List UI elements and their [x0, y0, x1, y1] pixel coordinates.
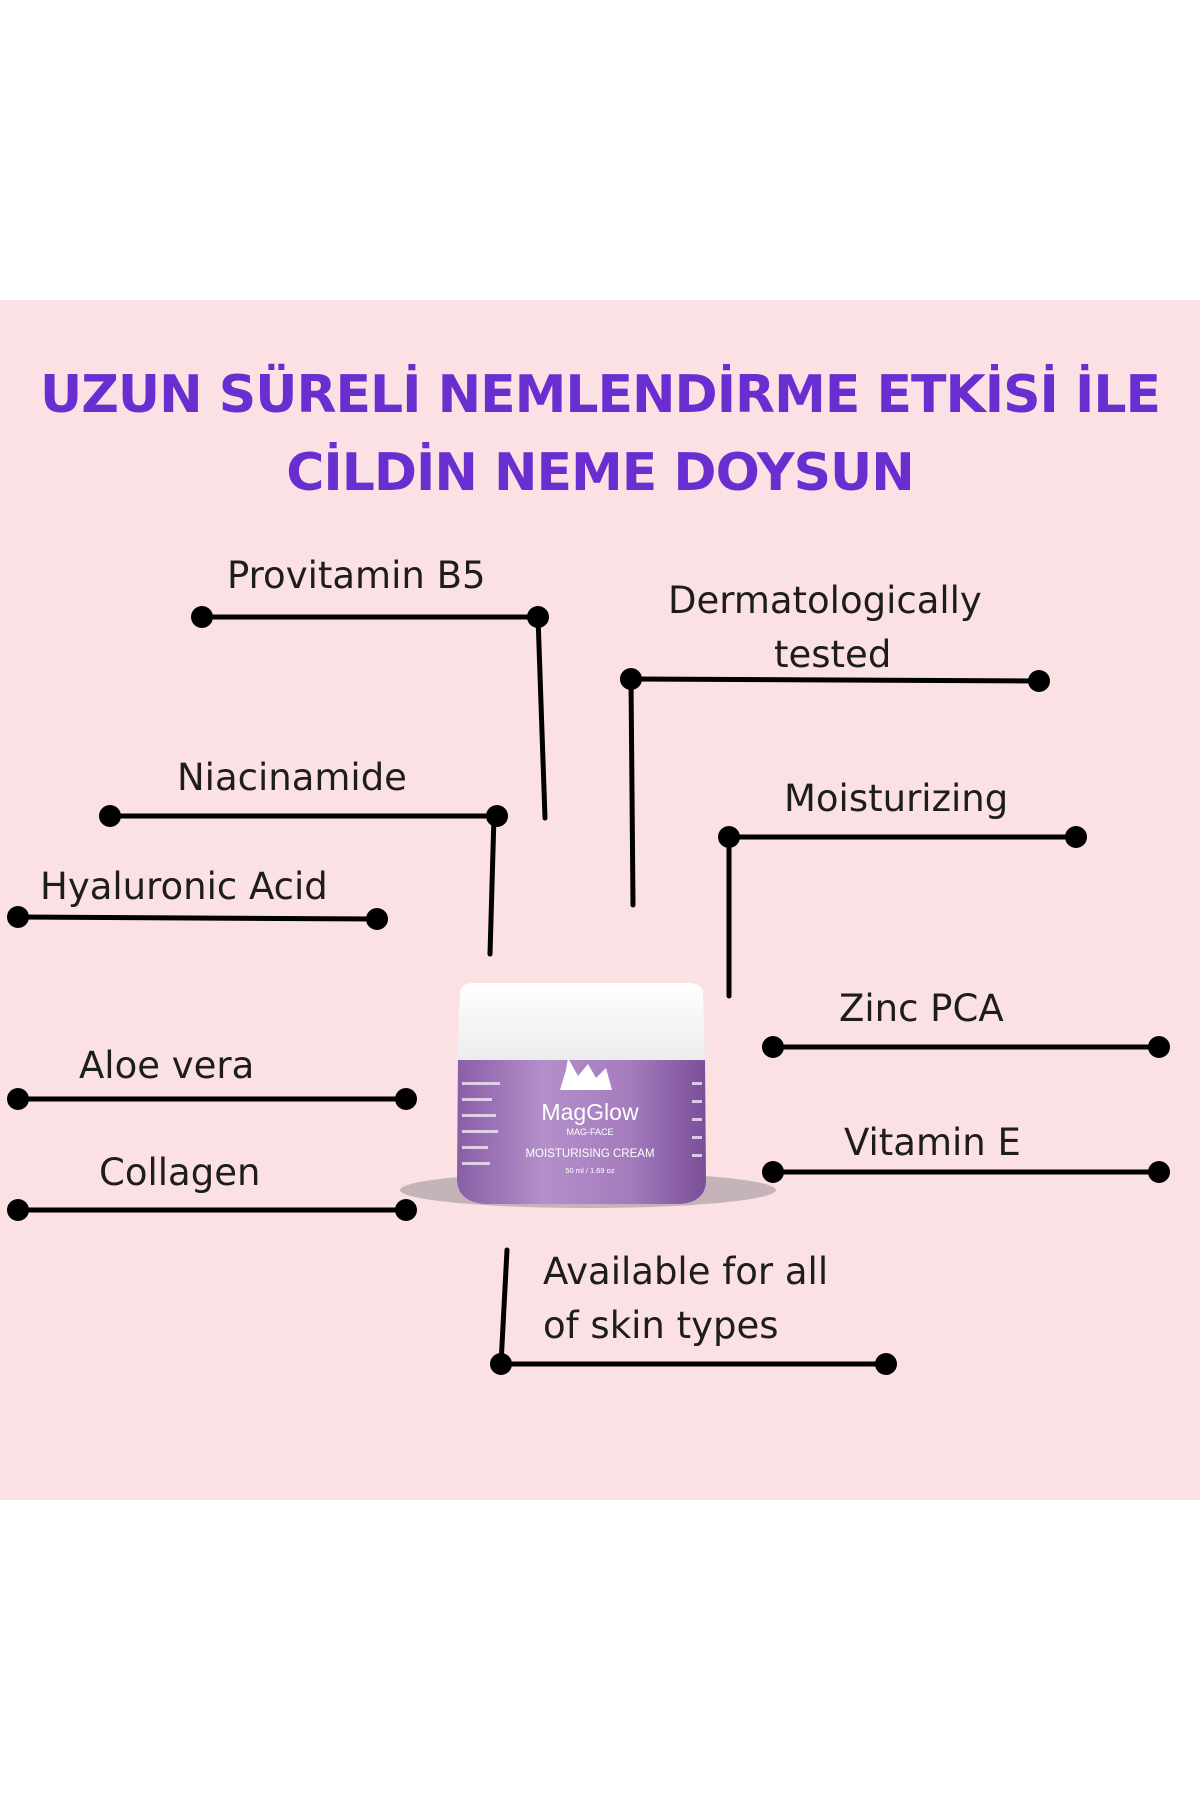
connector-moisturizing — [718, 826, 1087, 999]
headline-line-2: CİLDİN NEME DOYSUN — [286, 443, 915, 503]
product-volume: 50 ml / 1.69 oz — [565, 1166, 614, 1175]
connector-vitamin-e — [762, 1161, 1170, 1183]
connector-skin-types — [490, 1247, 897, 1375]
feature-dermatologically-tested-line-2: tested — [774, 633, 892, 676]
product-brand: MagGlow — [541, 1099, 639, 1125]
feature-provitamin-b5: Provitamin B5 — [227, 554, 486, 597]
feature-collagen: Collagen — [99, 1151, 261, 1194]
connector-hyaluronic-acid — [7, 906, 388, 930]
connector-provitamin-b5 — [191, 606, 549, 821]
jar-body — [457, 1058, 706, 1204]
connector-zinc-pca — [762, 1036, 1170, 1058]
feature-skin-types-line-1: Available for all — [543, 1250, 829, 1293]
connector-collagen — [7, 1199, 417, 1221]
feature-hyaluronic-acid: Hyaluronic Acid — [40, 865, 328, 908]
connector-dermatologically-tested — [620, 668, 1050, 908]
jar-lid — [457, 983, 705, 1060]
product-jar: MagGlow MAG-FACE MOISTURISING CREAM 50 m… — [400, 983, 776, 1208]
headline-line-1: UZUN SÜRELİ NEMLENDİRME ETKİSİ İLE — [39, 365, 1161, 425]
background-panel — [0, 300, 1200, 1500]
feature-skin-types-line-2: of skin types — [543, 1304, 779, 1347]
connector-niacinamide — [99, 805, 508, 957]
feature-zinc-pca: Zinc PCA — [839, 987, 1004, 1030]
product-sub-brand: MAG-FACE — [566, 1127, 613, 1137]
feature-moisturizing: Moisturizing — [784, 777, 1009, 820]
product-name: MOISTURISING CREAM — [525, 1148, 654, 1160]
feature-niacinamide: Niacinamide — [177, 756, 407, 799]
feature-aloe-vera: Aloe vera — [79, 1044, 255, 1087]
brand-logo-icon — [560, 1058, 612, 1090]
feature-vitamin-e: Vitamin E — [844, 1121, 1021, 1164]
connector-aloe-vera — [7, 1088, 417, 1110]
feature-dermatologically-tested-line-1: Dermatologically — [668, 579, 982, 622]
